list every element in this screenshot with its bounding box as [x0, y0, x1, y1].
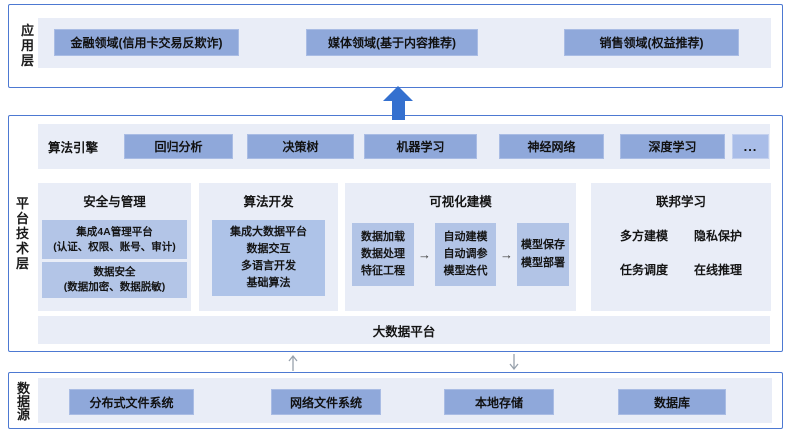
engine-box-deep-learning: 深度学习	[620, 134, 725, 159]
box-data-security-line2: (数据加密、数据脱敏)	[63, 281, 166, 293]
federated-item-multiparty: 多方建模	[619, 229, 668, 243]
application-layer: 应用层 金融领域(信用卡交易反欺诈) 媒体领域(基于内容推荐) 销售领域(权益推…	[8, 4, 783, 88]
panel-security-title: 安全与管理	[83, 195, 146, 209]
panel-algorithm-dev-title: 算法开发	[243, 195, 294, 209]
federated-item-inference: 在线推理	[693, 263, 742, 277]
auto-modeling-line3: 模型迭代	[443, 265, 488, 278]
data-box-network-fs: 网络文件系统	[271, 389, 381, 415]
panel-security-management: 安全与管理 集成4A管理平台 (认证、权限、账号、审计) 数据安全 (数据加密、…	[38, 183, 191, 311]
app-box-media: 媒体领域(基于内容推荐)	[306, 29, 478, 56]
federated-items: 多方建模 隐私保护 任务调度 在线推理	[591, 210, 771, 278]
panel-federated-learning: 联邦学习 多方建模 隐私保护 任务调度 在线推理	[591, 183, 771, 311]
thin-up-arrow-icon	[288, 354, 298, 371]
up-arrow-head	[383, 86, 413, 101]
app-box-sales: 销售领域(权益推荐)	[564, 29, 739, 56]
platform-layer-label: 平台技术层	[14, 196, 29, 271]
application-layer-label: 应用层	[19, 23, 34, 69]
engine-box-regression: 回归分析	[124, 134, 233, 159]
data-source-layer: 数据源 分布式文件系统 网络文件系统 本地存储 数据库	[8, 372, 783, 429]
box-4a-platform: 集成4A管理平台 (认证、权限、账号、审计)	[42, 220, 187, 259]
flow-arrow-icon-2: →	[500, 247, 513, 262]
algorithm-dev-line2: 数据交互	[246, 242, 291, 255]
data-box-local-storage: 本地存储	[444, 389, 554, 415]
algorithm-dev-line3: 多语言开发	[241, 260, 296, 272]
model-deploy-line1: 模型保存	[521, 239, 565, 252]
data-source-strip: 分布式文件系统 网络文件系统 本地存储 数据库	[38, 378, 772, 423]
federated-item-scheduling: 任务调度	[619, 263, 668, 277]
algorithm-dev-line4: 基础算法	[246, 277, 291, 290]
box-4a-line2: (认证、权限、账号、审计)	[53, 240, 176, 253]
box-data-security: 数据安全 (数据加密、数据脱敏)	[42, 262, 187, 298]
box-4a-line1: 集成4A管理平台	[76, 225, 153, 238]
federated-item-privacy: 隐私保护	[693, 229, 742, 243]
data-box-distributed-fs: 分布式文件系统	[69, 389, 194, 415]
flow-box-data-prep: 数据加载 数据处理 特征工程	[352, 223, 414, 286]
data-prep-line1: 数据加载	[361, 230, 405, 243]
flow-box-model-deploy: 模型保存 模型部署	[517, 223, 569, 286]
data-box-database: 数据库	[618, 389, 726, 415]
app-box-finance: 金融领域(信用卡交易反欺诈)	[54, 29, 239, 56]
auto-modeling-line2: 自动调参	[443, 247, 488, 260]
modeling-flow: 数据加载 数据处理 特征工程 → 自动建模 自动调参 模型迭代 → 模型保存 模…	[345, 223, 576, 286]
box-data-security-line1: 数据安全	[93, 266, 136, 279]
panel-visual-modeling: 可视化建模 数据加载 数据处理 特征工程 → 自动建模 自动调参 模型迭代 → …	[345, 183, 576, 311]
flow-arrow-icon-1: →	[418, 247, 431, 262]
flow-box-auto-modeling: 自动建模 自动调参 模型迭代	[435, 223, 496, 286]
up-arrow-stem	[391, 101, 405, 120]
thin-down-arrow-icon	[509, 354, 519, 371]
engine-box-decision-tree: 决策树	[247, 134, 354, 159]
up-arrow-icon	[383, 86, 413, 120]
panel-algorithm-dev: 算法开发 集成大数据平台 数据交互 多语言开发 基础算法	[199, 183, 338, 311]
data-prep-line3: 特征工程	[361, 265, 405, 278]
engine-box-neural-network: 神经网络	[499, 134, 604, 159]
engine-box-machine-learning: 机器学习	[364, 134, 477, 159]
algorithm-engine-label: 算法引擎	[48, 141, 99, 155]
panel-federated-title: 联邦学习	[655, 195, 706, 209]
algorithm-dev-line1: 集成大数据平台	[230, 225, 307, 238]
box-algorithm-dev: 集成大数据平台 数据交互 多语言开发 基础算法	[212, 220, 325, 296]
engine-box-ellipsis: ...	[732, 134, 769, 159]
data-source-label: 数据源	[15, 381, 30, 420]
auto-modeling-line1: 自动建模	[443, 230, 488, 243]
model-deploy-line2: 模型部署	[521, 256, 565, 269]
application-layer-strip: 金融领域(信用卡交易反欺诈) 媒体领域(基于内容推荐) 销售领域(权益推荐)	[38, 18, 771, 68]
algorithm-engine-row: 算法引擎 回归分析 决策树 机器学习 神经网络 深度学习 ...	[38, 124, 770, 169]
bigdata-platform-bar: 大数据平台	[38, 316, 770, 344]
platform-layer: 平台技术层 算法引擎 回归分析 决策树 机器学习 神经网络 深度学习 ... 安…	[8, 115, 783, 352]
panel-visual-modeling-title: 可视化建模	[429, 195, 492, 209]
data-prep-line2: 数据处理	[361, 247, 405, 260]
